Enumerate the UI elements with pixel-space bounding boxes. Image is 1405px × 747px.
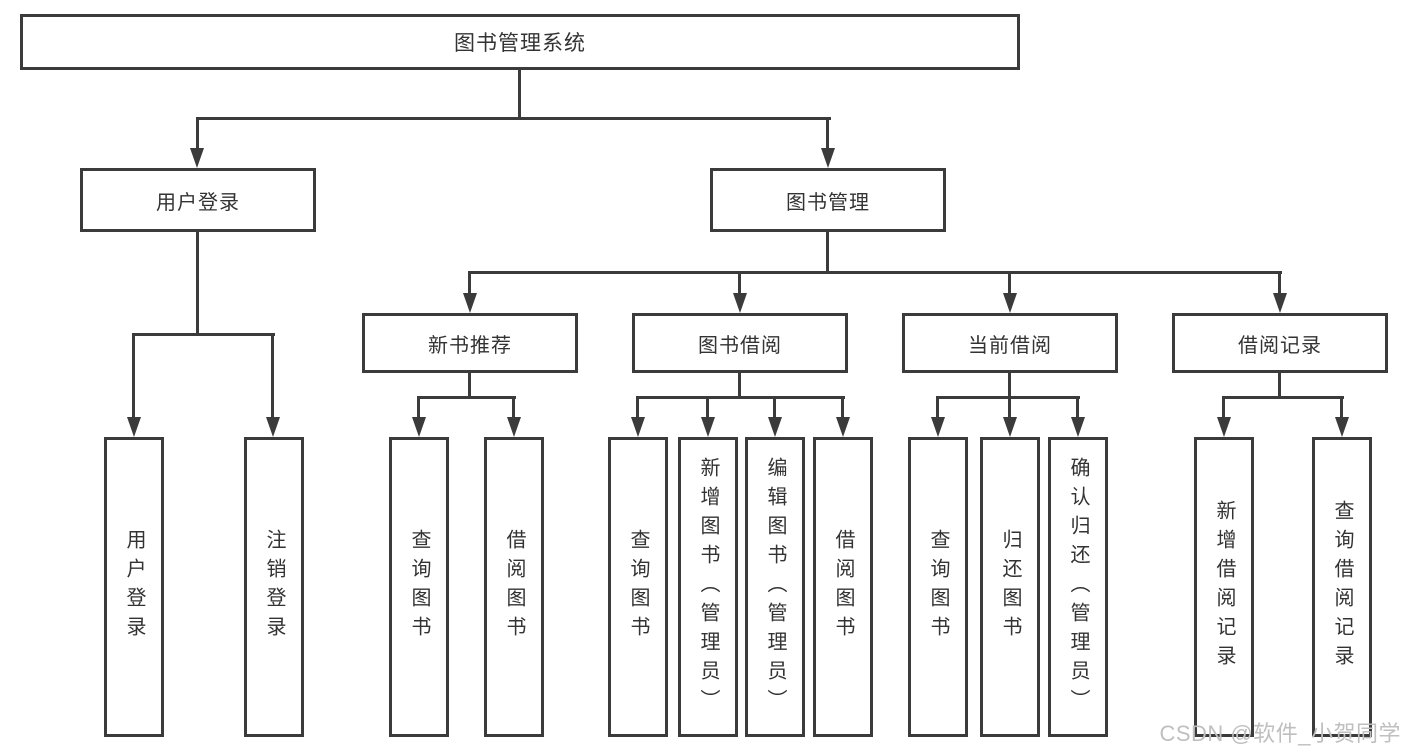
node-leaf-return-books: 归还图书 xyxy=(980,437,1040,737)
arrowhead-book-management xyxy=(821,148,835,168)
arrowhead-current-borrowing xyxy=(1003,293,1017,313)
connector-drop-confirm-return xyxy=(1076,398,1079,417)
connector-book-management-drop-4 xyxy=(1278,273,1281,293)
connector-root-drop-left xyxy=(196,117,199,148)
connector-current-borrowing-stem xyxy=(1008,373,1011,399)
connector-new-book-recommendation-hline xyxy=(417,396,516,399)
connector-root-hline xyxy=(196,117,831,120)
connector-user-login-drop-2 xyxy=(271,335,274,417)
node-leaf-borrow-books-1: 借阅图书 xyxy=(484,437,544,737)
arrowhead-leaf-user-login xyxy=(127,417,141,437)
connector-drop-add-borrow-record xyxy=(1222,398,1225,417)
arrowhead-new-book-recommendation xyxy=(463,293,477,313)
connector-book-management-stem xyxy=(826,232,829,274)
arrowhead-user-login xyxy=(190,148,204,168)
connector-book-management-drop-3 xyxy=(1008,273,1011,293)
node-leaf-logout: 注销登录 xyxy=(244,437,304,737)
node-leaf-edit-books-admin: 编辑图书（管理员） xyxy=(745,437,805,737)
arrowhead-borrowing-records xyxy=(1273,293,1287,313)
connector-drop-borrow-books-1 xyxy=(512,398,515,417)
connector-drop-edit-books xyxy=(773,398,776,417)
node-leaf-add-borrow-record: 新增借阅记录 xyxy=(1194,437,1254,737)
connector-root-stem xyxy=(518,70,521,120)
connector-drop-query-books-2 xyxy=(636,398,639,417)
arrowhead-query-books-1 xyxy=(412,417,426,437)
arrowhead-borrow-books-1 xyxy=(507,417,521,437)
node-book-management: 图书管理 xyxy=(710,168,946,232)
connector-borrowing-records-stem xyxy=(1278,373,1281,399)
arrowhead-query-books-2 xyxy=(631,417,645,437)
arrowhead-book-borrowing xyxy=(733,293,747,313)
connector-book-management-drop-2 xyxy=(738,273,741,293)
arrowhead-return-books xyxy=(1003,417,1017,437)
connector-user-login-drop-1 xyxy=(132,335,135,417)
connector-drop-borrow-books-2 xyxy=(841,398,844,417)
node-current-borrowing: 当前借阅 xyxy=(902,313,1118,373)
node-user-login: 用户登录 xyxy=(80,168,316,232)
arrowhead-edit-books xyxy=(768,417,782,437)
node-borrowing-records: 借阅记录 xyxy=(1172,313,1388,373)
connector-new-book-recommendation-stem xyxy=(468,373,471,399)
arrowhead-add-books xyxy=(701,417,715,437)
connector-book-management-drop-1 xyxy=(468,273,471,293)
arrowhead-confirm-return xyxy=(1071,417,1085,437)
connector-drop-query-books-1 xyxy=(417,398,420,417)
arrowhead-query-books-3 xyxy=(931,417,945,437)
node-leaf-add-books-admin: 新增图书（管理员） xyxy=(678,437,738,737)
node-new-book-recommendation: 新书推荐 xyxy=(362,313,578,373)
arrowhead-borrow-books-2 xyxy=(836,417,850,437)
node-root: 图书管理系统 xyxy=(20,14,1020,70)
arrowhead-leaf-logout xyxy=(266,417,280,437)
connector-drop-query-borrow-record xyxy=(1340,398,1343,417)
connector-book-borrowing-hline xyxy=(636,396,845,399)
node-book-borrowing: 图书借阅 xyxy=(632,313,848,373)
arrowhead-add-borrow-record xyxy=(1217,417,1231,437)
connector-book-borrowing-stem xyxy=(738,373,741,399)
node-leaf-confirm-return-admin: 确认归还（管理员） xyxy=(1048,437,1108,737)
connector-drop-query-books-3 xyxy=(936,398,939,417)
connector-current-borrowing-hline xyxy=(936,396,1080,399)
connector-drop-add-books xyxy=(706,398,709,417)
connector-user-login-stem xyxy=(196,232,199,336)
node-leaf-query-books-3: 查询图书 xyxy=(908,437,968,737)
connector-root-drop-right xyxy=(826,117,829,148)
node-leaf-query-books-1: 查询图书 xyxy=(389,437,449,737)
node-leaf-query-borrow-record: 查询借阅记录 xyxy=(1312,437,1372,737)
connector-book-management-hline xyxy=(468,271,1282,274)
arrowhead-query-borrow-record xyxy=(1335,417,1349,437)
node-leaf-query-books-2: 查询图书 xyxy=(608,437,668,737)
node-leaf-borrow-books-2: 借阅图书 xyxy=(813,437,873,737)
node-leaf-user-login: 用户登录 xyxy=(104,437,164,737)
connector-borrowing-records-hline xyxy=(1222,396,1344,399)
watermark: CSDN @软件_小贺同学 xyxy=(1159,721,1401,746)
connector-user-login-hline xyxy=(132,333,275,336)
connector-drop-return-books xyxy=(1008,398,1011,417)
